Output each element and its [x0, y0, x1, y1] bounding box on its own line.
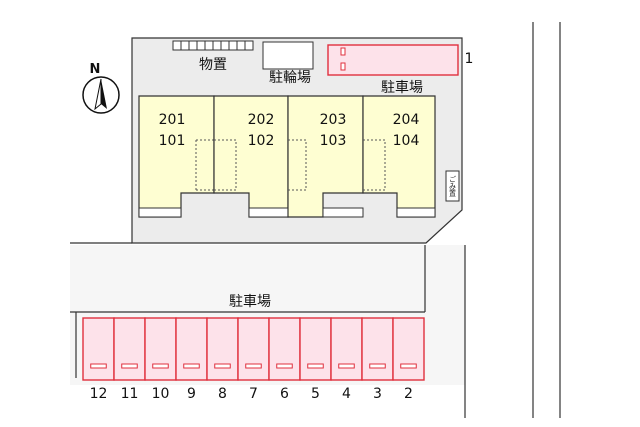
parking-space — [206, 317, 239, 381]
parking-space — [299, 317, 332, 381]
parking-space — [175, 317, 208, 381]
north-label: N — [90, 62, 101, 77]
wheel-stop — [90, 363, 107, 369]
parking-space-number: 9 — [187, 386, 196, 402]
parking-space — [144, 317, 177, 381]
unit-number-lower: 102 — [248, 133, 275, 149]
north-arrow-icon: N — [82, 62, 120, 114]
wheel-stop — [338, 363, 355, 369]
parking-space-number: 4 — [342, 386, 351, 402]
parking-space — [330, 317, 363, 381]
parking-space — [392, 317, 425, 381]
parking-space — [361, 317, 394, 381]
wheel-stop — [152, 363, 169, 369]
bottom-parking-numbers: 12 11 10 9 8 7 6 5 4 3 2 — [90, 386, 413, 402]
unit-number-upper: 201 — [159, 112, 186, 128]
building — [138, 95, 436, 218]
unit-number-lower: 104 — [393, 133, 420, 149]
wheel-stop — [245, 363, 262, 369]
bicycle-parking-label: 駐輪場 — [269, 69, 311, 86]
garbage-station — [445, 170, 460, 202]
garbage-label: ごみ置 — [449, 175, 457, 197]
parking-space — [268, 317, 301, 381]
parking-space-number: 8 — [218, 386, 227, 402]
unit-number-lower: 101 — [159, 133, 186, 149]
wheel-stop — [121, 363, 138, 369]
parking-space — [237, 317, 270, 381]
parking-space — [82, 317, 115, 381]
parking-space-number: 5 — [311, 386, 320, 402]
parking-space-number: 12 — [90, 386, 108, 402]
parking-space — [113, 317, 146, 381]
unit-number-upper: 204 — [393, 112, 420, 128]
parking-label-bottom: 駐車場 — [229, 293, 271, 310]
parking-label-top: 駐車場 — [381, 79, 423, 96]
storage-label: 物置 — [199, 57, 227, 73]
parking-space-number: 10 — [152, 386, 170, 402]
unit-number-upper: 203 — [320, 112, 347, 128]
wheel-stop — [307, 363, 324, 369]
bottom-parking-spaces — [82, 317, 425, 381]
parking-space-number: 7 — [249, 386, 258, 402]
unit-block — [362, 95, 436, 218]
parking-space-number: 1 — [465, 51, 474, 67]
wheel-stop — [369, 363, 386, 369]
wheel-stop — [400, 363, 417, 369]
storage-shed — [172, 40, 254, 51]
wheel-stop — [183, 363, 200, 369]
parking-space-number: 2 — [404, 386, 413, 402]
wheel-stop — [214, 363, 231, 369]
unit-number-lower: 103 — [320, 133, 347, 149]
parking-space-number: 6 — [280, 386, 289, 402]
wheel-stop — [276, 363, 293, 369]
parking-space-1 — [327, 44, 459, 76]
bicycle-parking-box — [262, 41, 314, 70]
parking-space-number: 11 — [121, 386, 139, 402]
unit-number-upper: 202 — [248, 112, 275, 128]
parking-space-number: 3 — [373, 386, 382, 402]
